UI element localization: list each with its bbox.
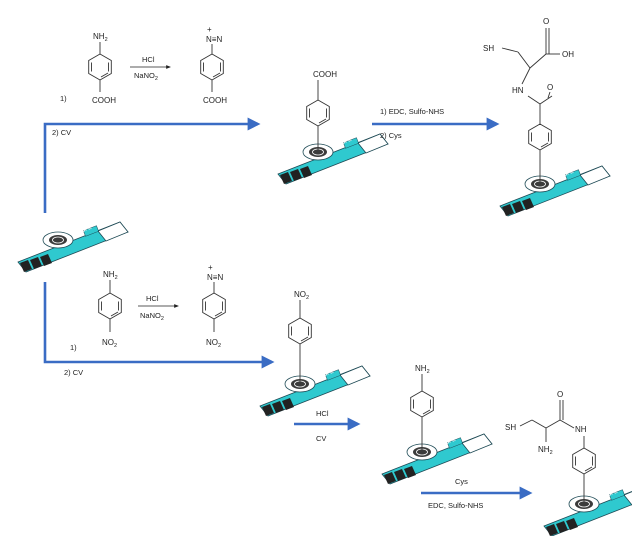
electrode-nitrophenyl: SPE NO2 (259, 290, 371, 417)
chip-label: SPE (341, 137, 353, 146)
nitroaniline: NH2 NO2 (98, 270, 122, 349)
cys-nh2-label: NH2 (538, 445, 553, 456)
electrode-cysteinyl-anilide: SPE NH O SH NH2 (505, 390, 632, 536)
cys-o-label-bottom: O (557, 390, 563, 399)
diazonium-label-top: N≡N (206, 35, 222, 44)
step1-number-bottom: 1) (70, 343, 77, 352)
diazonium-carboxy: N≡N + COOH (200, 25, 227, 105)
hcl-reagent-top: HCl (142, 55, 155, 64)
cys-nh-label: NH (575, 425, 587, 434)
step2-cv-bottom: 2) CV (64, 368, 83, 377)
diazonium-charge-top: + (207, 25, 212, 34)
electrode-aminophenyl: SPE NH2 (381, 364, 493, 485)
coupling-cys-bottom: Cys (455, 477, 468, 486)
amine-label: NH2 (93, 32, 108, 43)
chip-label: SPE (323, 369, 335, 378)
amide-o-label: O (547, 83, 553, 92)
electrode-carboxyphenyl: SPE COOH (277, 70, 389, 185)
diazonium-label-bottom: N≡N (207, 273, 223, 282)
top-branch-arrow (43, 117, 261, 213)
nitrite-reagent-bottom: NaNO2 (140, 311, 164, 322)
reduction-hcl: HCl (316, 409, 329, 418)
cys-hn-label: HN (512, 86, 524, 95)
coupling-step2-top: 2) Cys (380, 131, 402, 140)
nitro-label-bottom: NO2 (102, 338, 117, 349)
cys-sh-label-bottom: SH (505, 423, 516, 432)
cys-o-label: O (543, 17, 549, 26)
modified-cooh-label: COOH (313, 70, 337, 79)
reduction-cv: CV (316, 434, 326, 443)
bottom-branch-arrow (43, 282, 275, 369)
diazonium-nitro: N≡N + NO2 (202, 263, 226, 349)
cooh-label-diazonium: COOH (203, 96, 227, 105)
cys-sh-label: SH (483, 44, 494, 53)
coupling-reagents-bottom: EDC, Sulfo-NHS (428, 501, 483, 510)
nitrite-reagent-top: NaNO2 (134, 71, 158, 82)
hcl-reagent-bottom: HCl (146, 294, 159, 303)
chip-label: SPE (81, 225, 93, 234)
chip-label: SPE (563, 169, 575, 178)
aminobenzoic-acid: NH2 COOH (88, 32, 116, 105)
electrode-cysteine-amide: SPE O HN O OH SH (483, 17, 611, 217)
amine-label-bottom: NH2 (103, 270, 118, 281)
chip-label: SPE (445, 437, 457, 446)
reduced-amine-label: NH2 (415, 364, 430, 375)
chip-label: SPE (607, 489, 619, 498)
step1-number-top: 1) (60, 94, 67, 103)
coupling-step1-top: 1) EDC, Sulfo-NHS (380, 107, 444, 116)
flow-arrows (43, 117, 533, 500)
cooh-label: COOH (92, 96, 116, 105)
step2-cv-top: 2) CV (52, 128, 71, 137)
nitro-label-diazonium: NO2 (206, 338, 221, 349)
modified-nitro-label: NO2 (294, 290, 309, 301)
bare-electrode: SPE (17, 221, 129, 273)
diazonium-charge-bottom: + (208, 263, 213, 272)
cys-oh-label: OH (562, 50, 574, 59)
